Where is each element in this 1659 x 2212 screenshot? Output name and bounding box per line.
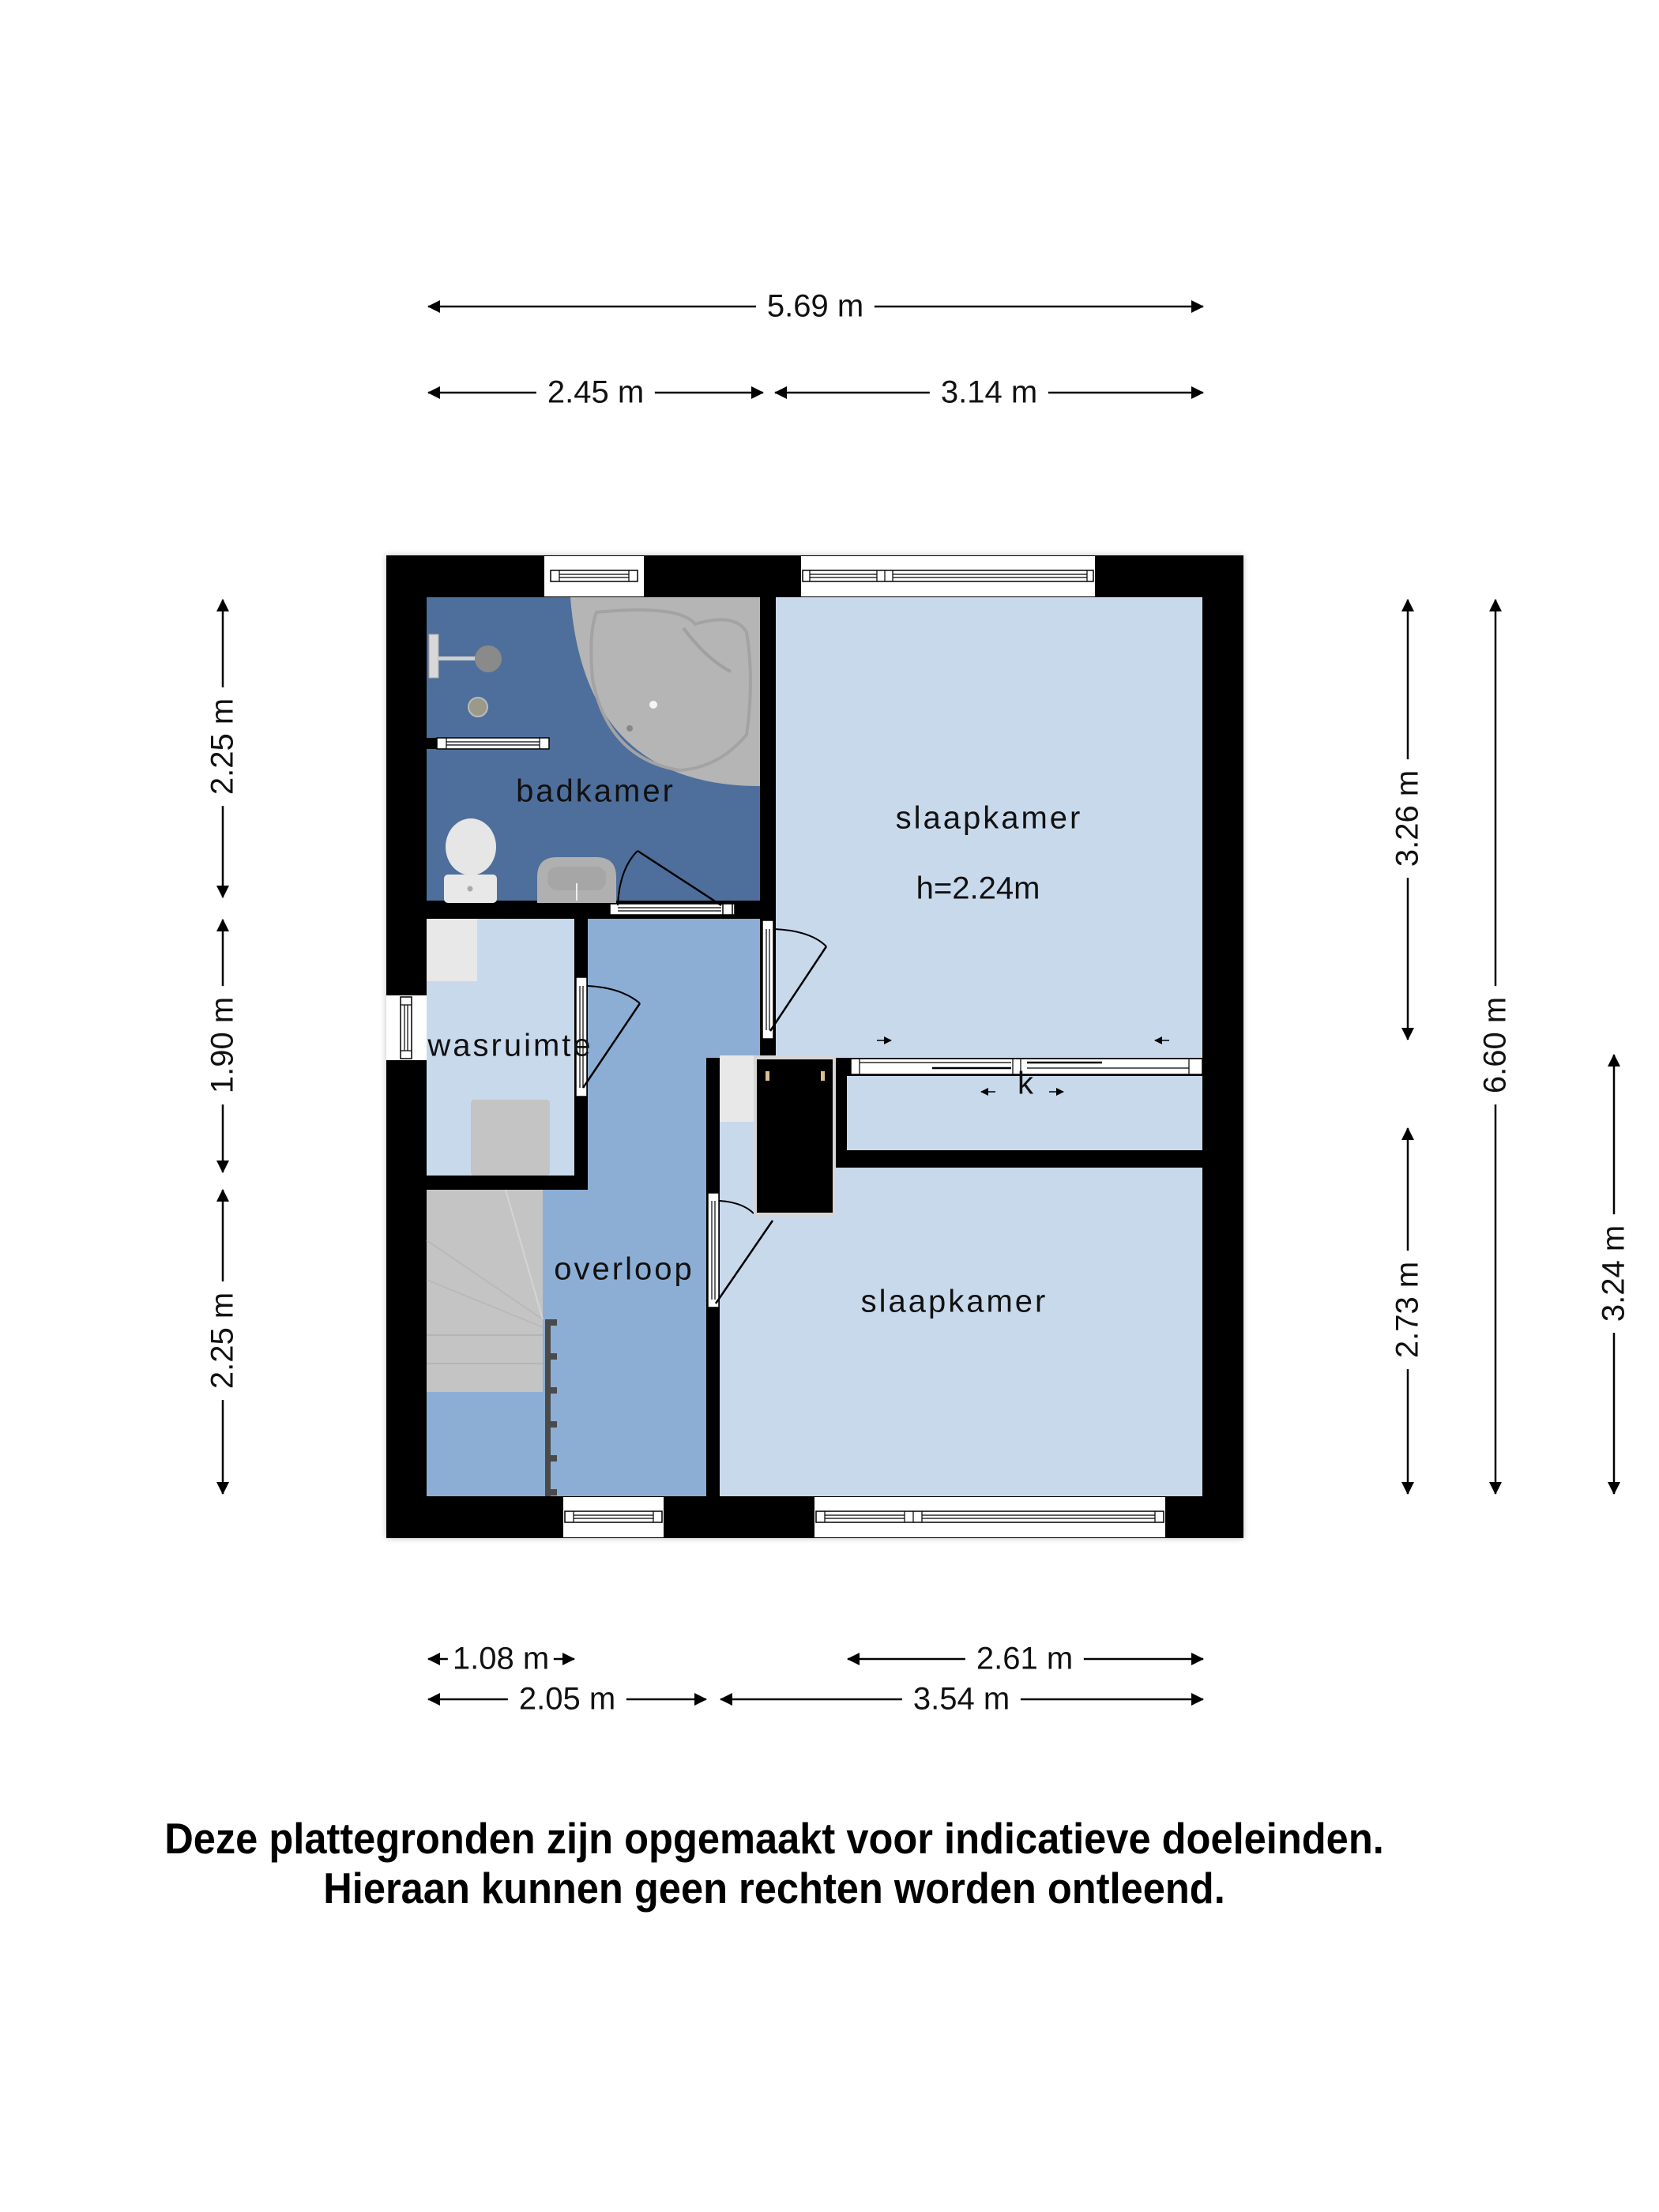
dim-bottom-row2-right: 3.54 m <box>901 1681 1021 1717</box>
room-height-note: h=2.24m <box>916 871 1040 906</box>
dim-right-total: 6.60 m <box>1477 985 1514 1105</box>
doors <box>575 849 828 1308</box>
storage-cabinet <box>720 1055 836 1217</box>
dim-bottom-row1-left: 1.08 m <box>447 1641 555 1677</box>
dim-right-outer: 3.24 m <box>1596 1213 1632 1334</box>
dim-top-total: 5.69 m <box>755 288 875 325</box>
corner-bath <box>570 597 760 786</box>
windows <box>386 556 1165 1537</box>
shower-drain <box>468 697 488 717</box>
dim-bottom-row2-left: 2.05 m <box>507 1681 627 1717</box>
window-badkamer <box>544 556 644 596</box>
utility-box <box>427 919 477 981</box>
dim-left-top: 2.25 m <box>205 687 241 807</box>
door-badkamer <box>609 849 735 916</box>
room-label-overloop: overloop <box>554 1251 694 1287</box>
staircase <box>426 1189 557 1496</box>
window-wasruimte <box>386 995 427 1060</box>
dim-top-left: 2.45 m <box>536 374 656 411</box>
door-wasruimte <box>575 976 641 1097</box>
disclaimer-line-2: Hieraan kunnen geen rechten worden ontle… <box>323 1864 1225 1913</box>
stair-railing <box>545 1319 551 1496</box>
door-slaapkamer-2 <box>707 1192 774 1308</box>
bathroom-fixtures <box>427 597 760 903</box>
room-label-slaapkamer-2: slaapkamer <box>860 1284 1048 1319</box>
dim-bottom-row1-right: 2.61 m <box>965 1641 1085 1677</box>
sliding-door-k <box>850 1036 1203 1096</box>
room-label-k: k <box>1018 1066 1033 1101</box>
window-overloop <box>563 1497 664 1537</box>
dim-left-middle: 1.90 m <box>205 985 241 1105</box>
door-slaapkamer-1 <box>762 920 828 1040</box>
overloop-floor-lower <box>588 1058 706 1496</box>
room-label-slaapkamer-1: slaapkamer <box>895 800 1083 836</box>
window-slaapkamer-2 <box>814 1497 1165 1537</box>
toilet <box>444 818 497 903</box>
room-label-badkamer: badkamer <box>516 773 675 809</box>
slaapkamer-2-floor <box>720 1168 1202 1496</box>
k-floor <box>847 1076 1202 1150</box>
slaapkamer-1-floor <box>776 597 1202 1058</box>
sink <box>537 857 616 903</box>
dim-left-bottom: 2.25 m <box>205 1281 241 1401</box>
shower-head <box>428 634 502 679</box>
overloop-floor-upper <box>588 919 760 1058</box>
room-label-wasruimte: wasruimte <box>427 1028 593 1063</box>
window-slaapkamer-1 <box>801 556 1095 596</box>
dim-right-lower: 2.73 m <box>1390 1250 1426 1370</box>
dim-top-right: 3.14 m <box>929 374 1049 411</box>
wasruimte-fixtures <box>427 919 550 1176</box>
washing-machine <box>471 1100 550 1176</box>
dim-right-upper: 3.26 m <box>1390 758 1426 878</box>
disclaimer-line-1: Deze plattegronden zijn opgemaakt voor i… <box>164 1814 1384 1863</box>
shower-screen <box>427 737 550 750</box>
